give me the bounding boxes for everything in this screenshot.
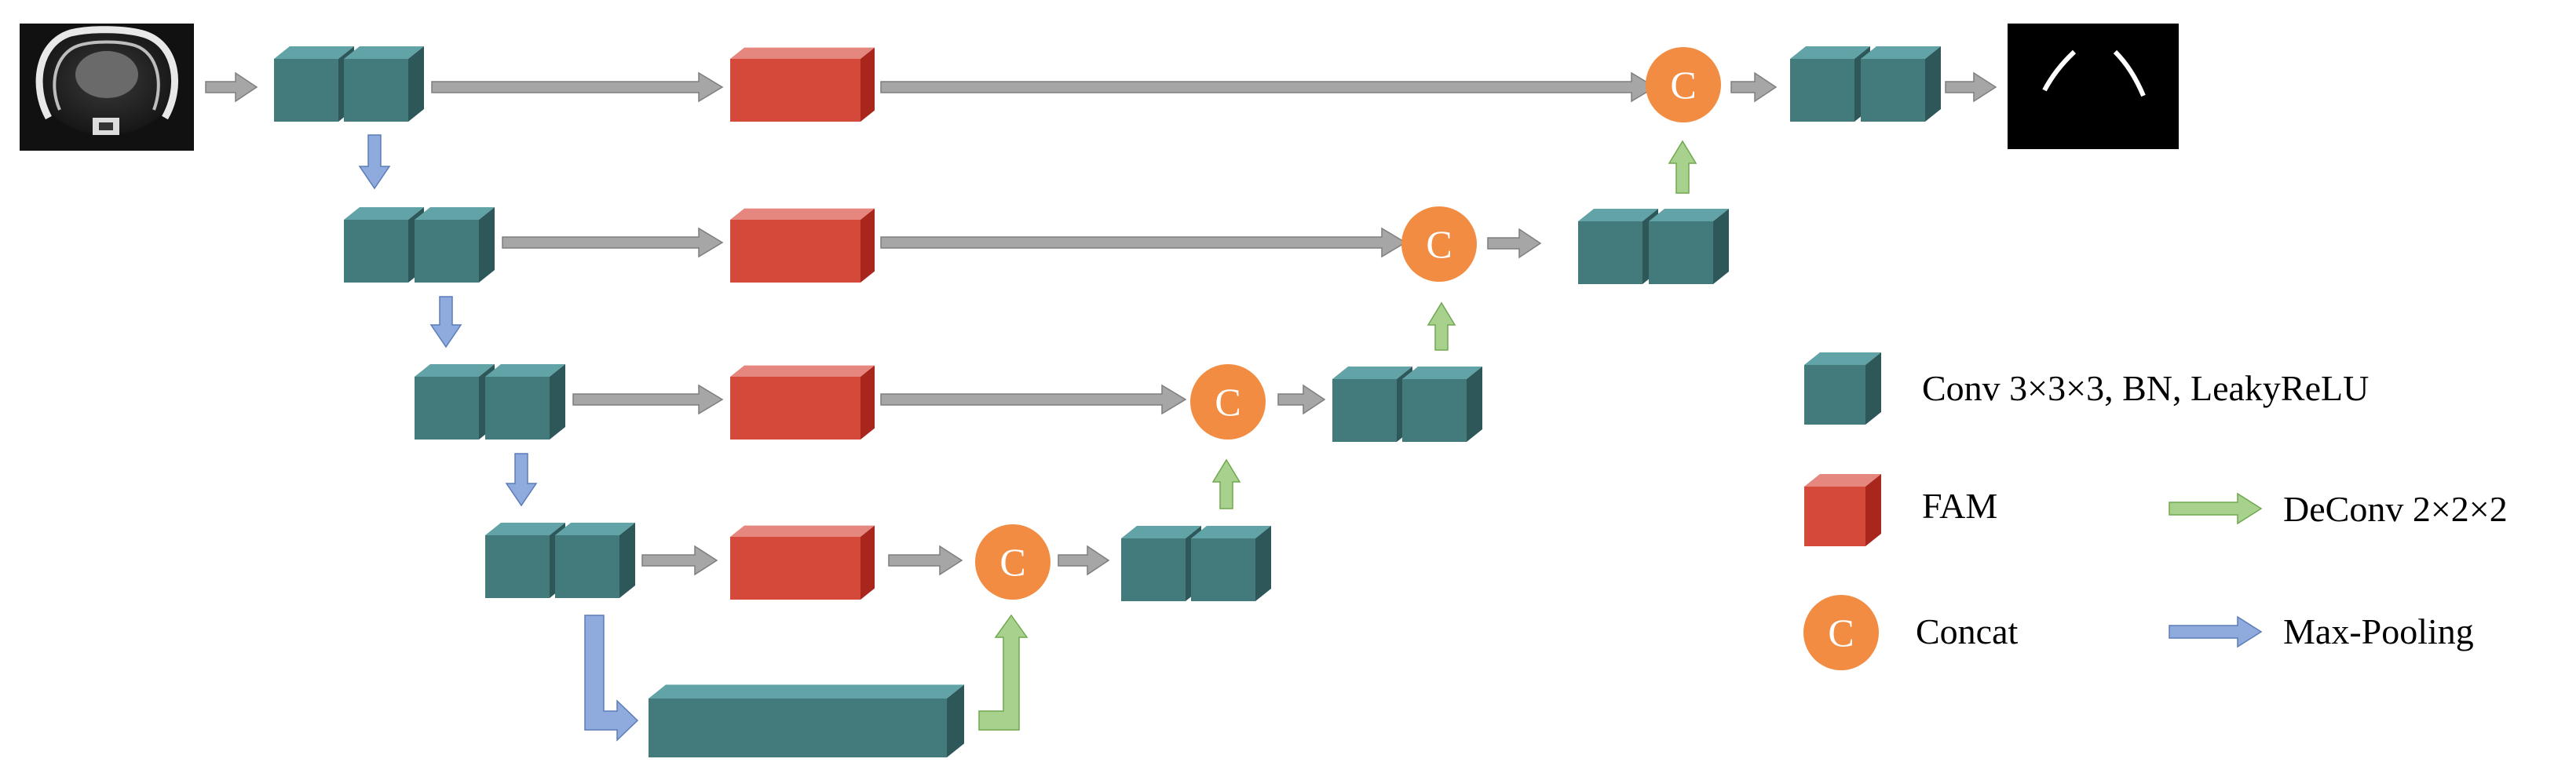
flow-arrow [641,545,718,576]
pool-arrow [358,134,391,190]
legend-fam-label: FAM [1922,486,1997,526]
deconv-arrow [1668,140,1697,194]
svg-text:C: C [999,540,1025,584]
conv-block [344,207,424,283]
flow-arrow [572,384,724,415]
conv-block [1861,46,1941,122]
svg-text:C: C [1828,611,1854,655]
skip-arrows [205,71,1997,576]
pool-arrow [429,296,462,348]
fam-blocks [730,47,875,600]
legend-fam-cube [1804,474,1881,546]
conv-block [1332,367,1412,442]
legend-concat-label: Concat [1916,611,2019,651]
flow-arrow [502,227,724,258]
conv-block [1578,209,1658,284]
concat-node: C [975,524,1050,600]
flow-arrow [205,71,258,103]
conv-block [415,207,495,283]
flow-arrow [880,384,1187,415]
flow-arrow [1730,71,1778,103]
legend-conv-label: Conv 3×3×3, BN, LeakyReLU [1922,368,2369,408]
deconv-arrow [1427,301,1456,351]
legend-item-fam: FAM [1804,474,1997,546]
conv-block [274,46,354,122]
concat-node: C [1646,47,1721,122]
deconv-arrow [1211,458,1241,509]
fam-block [730,525,875,600]
legend-item-pool: Max-Pooling [2169,611,2474,651]
flow-arrow [1277,384,1326,415]
pool-arrow-bottleneck [584,615,639,742]
concat-node: C [1190,364,1266,440]
conv-block [1790,46,1870,122]
legend-conv-icon [1804,352,1881,425]
conv-block [485,523,565,598]
legend-conv-cube [1804,352,1881,425]
conv-block [415,364,495,440]
conv-block [1649,209,1729,284]
svg-text:C: C [1215,380,1240,424]
flow-arrow [431,71,724,103]
legend-pool-label: Max-Pooling [2283,611,2474,651]
input-ct-image [20,24,194,151]
flow-arrow [1058,545,1110,576]
conv-blocks [274,46,1941,757]
conv-block [555,523,635,598]
flow-arrow [1945,71,1997,103]
bottleneck-block [649,684,964,757]
fam-block [730,208,875,283]
fam-block [730,47,875,122]
legend-concat-icon: C [1803,595,1879,670]
deconv-arrows [978,140,1697,731]
conv-block [1402,367,1482,442]
legend: Conv 3×3×3, BN, LeakyReLU FAM C Concat D… [1803,352,2508,670]
legend-item-concat: C Concat [1803,595,2019,670]
flow-arrow [888,545,963,576]
output-segmentation-image [2008,24,2179,149]
conv-block [1121,526,1201,601]
flow-arrow [880,71,1657,103]
legend-fam-icon [1804,474,1881,546]
flow-arrow [1487,228,1542,259]
pool-arrow [505,453,538,507]
legend-deconv-label: DeConv 2×2×2 [2283,489,2508,529]
legend-item-deconv: DeConv 2×2×2 [2169,489,2508,529]
legend-pool-arrow-icon [2169,615,2263,648]
concat-nodes: C C C C [975,47,1721,600]
conv-block [344,46,424,122]
svg-text:C: C [1670,63,1696,107]
pool-arrows [358,134,639,742]
svg-text:C: C [1426,222,1452,266]
fam-block [730,365,875,440]
deconv-arrow-bottleneck [978,614,1029,731]
conv-block [485,364,565,440]
legend-item-conv: Conv 3×3×3, BN, LeakyReLU [1804,352,2369,425]
legend-deconv-arrow-icon [2169,492,2263,525]
flow-arrow [880,227,1407,258]
concat-node: C [1401,206,1477,282]
conv-block [1191,526,1271,601]
